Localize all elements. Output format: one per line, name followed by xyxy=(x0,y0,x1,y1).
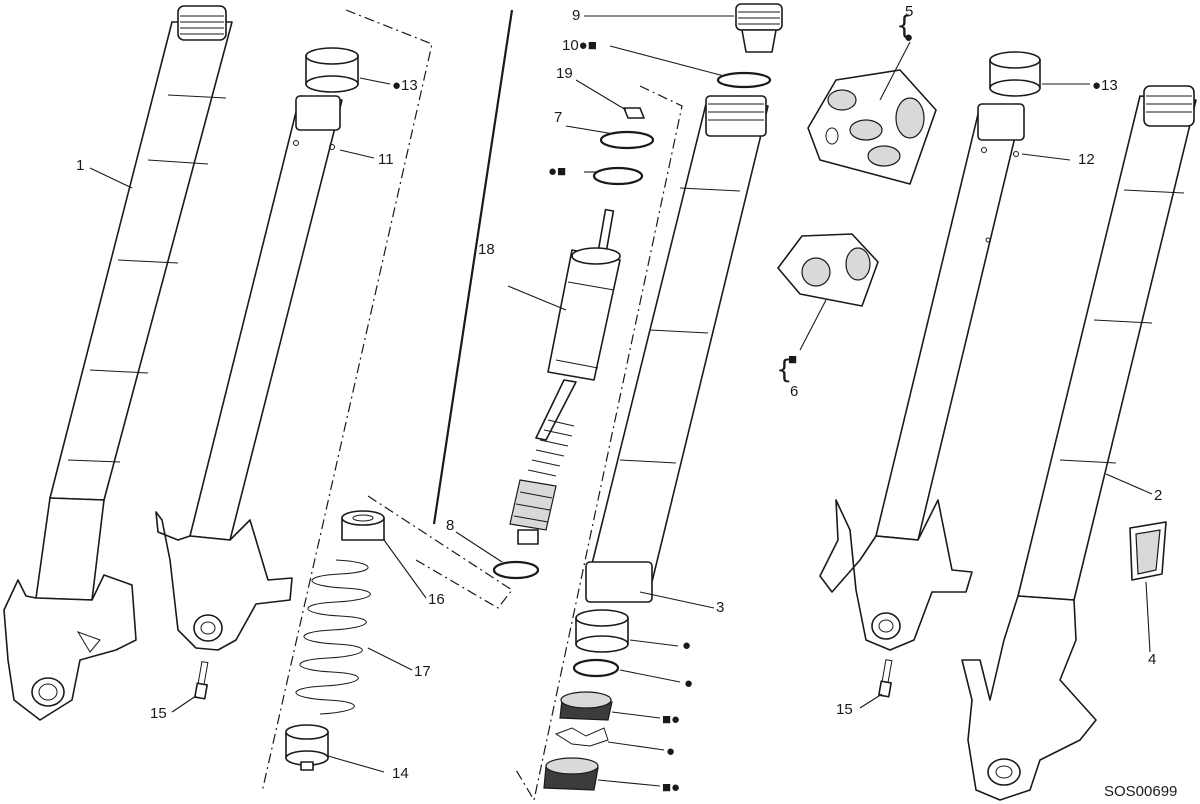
lower-triple-clamp xyxy=(777,233,879,307)
fork-inner-tube-right xyxy=(819,103,1025,651)
callout-18: 18 xyxy=(478,241,495,258)
callout-5: 5 xyxy=(905,3,913,20)
callout-2: 2 xyxy=(1154,487,1162,504)
callout-5-brace: { xyxy=(896,11,913,41)
top-cap-and-rings xyxy=(492,3,783,580)
callout-dust-mark: ■● xyxy=(662,779,680,796)
assembly-dash-lines xyxy=(261,9,683,802)
callout-7: 7 xyxy=(554,109,562,126)
callout-4: 4 xyxy=(1148,651,1156,668)
upper-triple-clamp xyxy=(807,69,937,185)
callout-11: 11 xyxy=(378,151,394,168)
drawing-code: SOS00699 xyxy=(1104,783,1177,800)
callout-1: 1 xyxy=(76,157,84,174)
callout-6-mark: ■ xyxy=(788,351,797,368)
callout-15-right: 15 xyxy=(836,701,853,718)
damper-cartridge xyxy=(432,9,621,545)
callout-12: 12 xyxy=(1078,151,1095,168)
top-bush-right xyxy=(989,51,1041,97)
callout-13-left: ●13 xyxy=(392,77,418,94)
callout-seal-mark: ■● xyxy=(662,711,680,728)
seal-stack xyxy=(543,609,629,791)
callout-9: 9 xyxy=(572,7,580,24)
callout-6-brace: { xyxy=(776,355,793,385)
rebound-spring xyxy=(527,419,575,477)
leader-lines xyxy=(89,15,1153,787)
callout-washer-mark: ● xyxy=(684,675,693,692)
callout-8: 8 xyxy=(446,517,454,534)
callout-17: 17 xyxy=(414,663,431,680)
callout-13-right: ●13 xyxy=(1092,77,1118,94)
callout-15-left: 15 xyxy=(150,705,167,722)
spring-coils xyxy=(295,559,371,715)
fork-outer-tube-center xyxy=(585,95,769,603)
fork-inner-tube-left xyxy=(155,95,343,651)
spring-assembly xyxy=(285,510,385,771)
callout-labels: 1 2 3 4 5 { ● ■ { 6 7 8 9 10●■ 11 12 ●13… xyxy=(76,3,1177,800)
callout-14: 14 xyxy=(392,765,409,782)
callout-6: 6 xyxy=(790,383,798,400)
callout-clip-mark: ● xyxy=(666,743,675,760)
fork-outer-tube-right xyxy=(961,85,1197,801)
callout-5-mark: ● xyxy=(904,29,913,46)
callout-16: 16 xyxy=(428,591,445,608)
callout-bush-mark: ● xyxy=(682,637,691,654)
top-bush-left xyxy=(305,47,359,93)
callout-ring-marks: ●■ xyxy=(548,163,566,180)
screw-right xyxy=(878,659,893,698)
callout-19: 19 xyxy=(556,65,573,82)
fork-outer-tube-left xyxy=(3,5,233,721)
callout-3: 3 xyxy=(716,599,724,616)
callout-10: 10●■ xyxy=(562,37,597,54)
reflector xyxy=(1129,521,1167,581)
screw-left xyxy=(194,661,209,700)
